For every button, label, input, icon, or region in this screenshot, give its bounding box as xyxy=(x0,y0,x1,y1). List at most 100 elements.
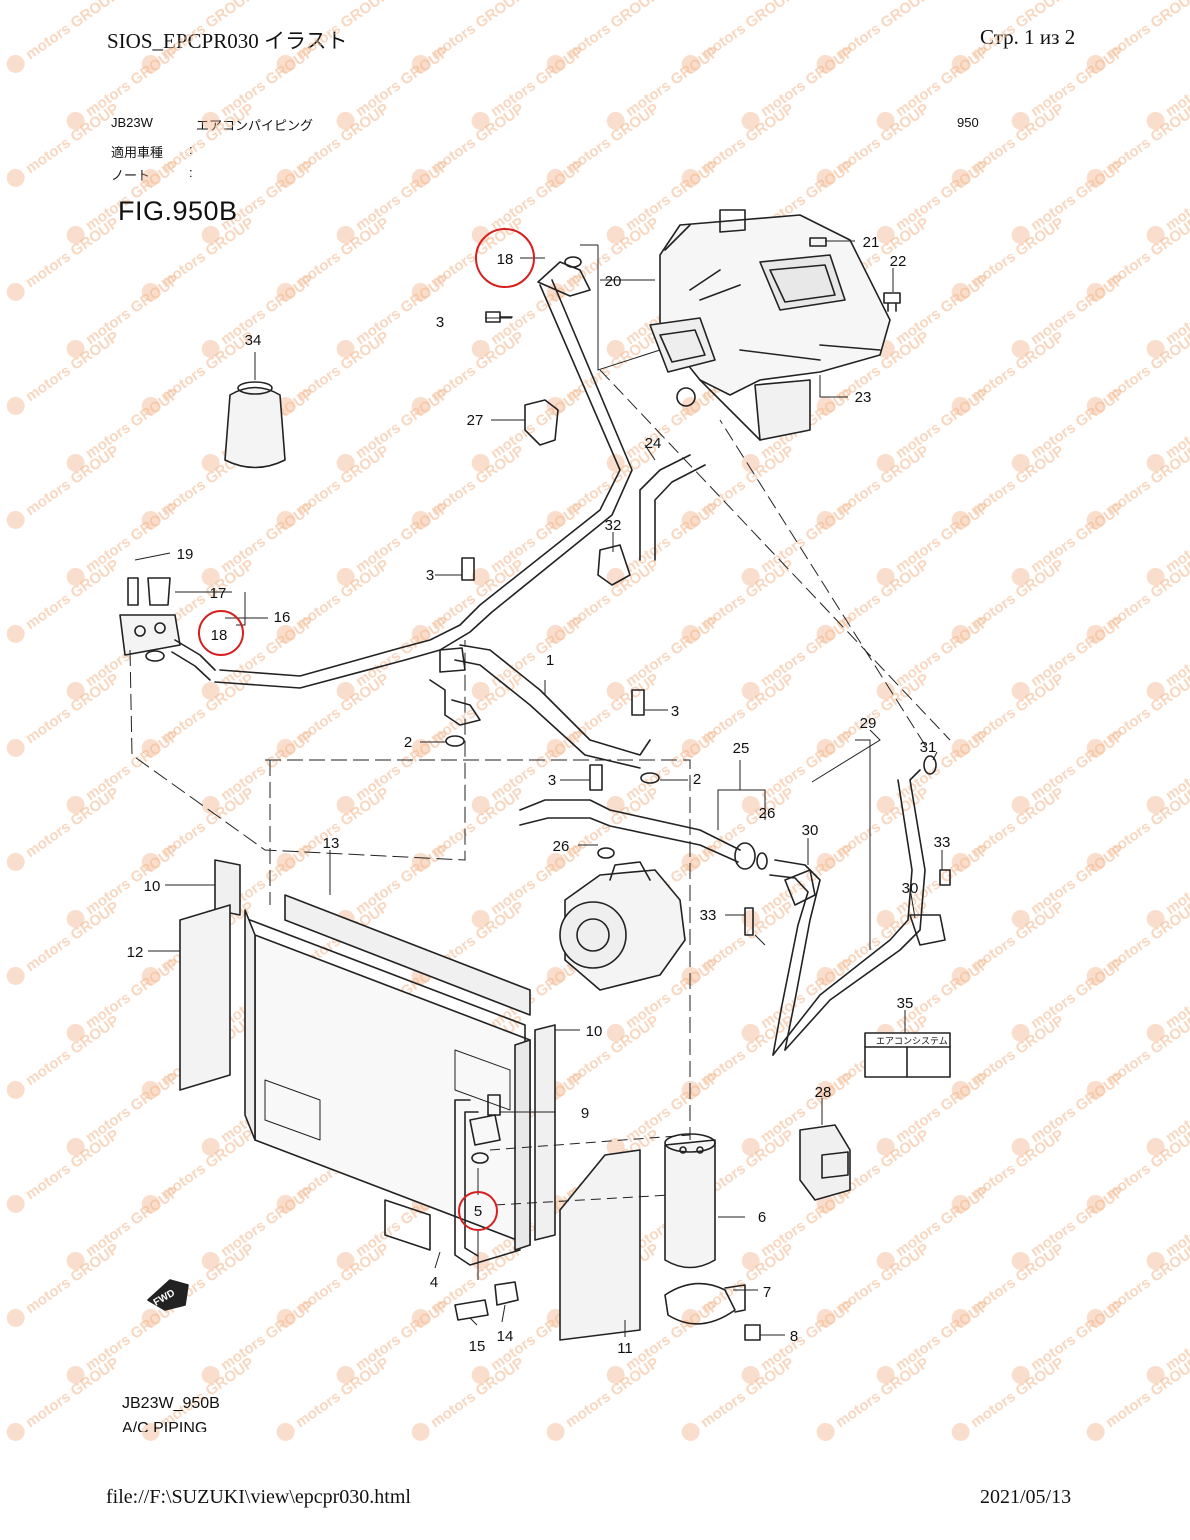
svg-text:motors GROUP: motors GROUP xyxy=(23,442,123,519)
watermark-102: motors GROUP xyxy=(471,613,587,700)
pressure-switch xyxy=(147,577,171,606)
watermark-47: motors GROUP xyxy=(336,271,452,358)
watermark-16: motors GROUP xyxy=(1011,43,1128,130)
svg-text:motors GROUP: motors GROUP xyxy=(23,0,123,63)
svg-text:motors GROUP: motors GROUP xyxy=(893,157,993,234)
svg-text:motors GROUP: motors GROUP xyxy=(1028,955,1128,1032)
watermark-189: motors GROUP xyxy=(66,1183,182,1270)
watermark-198: motors GROUP xyxy=(6,1240,122,1327)
clamp-27 xyxy=(524,399,559,446)
watermark-144: motors GROUP xyxy=(6,898,122,985)
watermark-15: motors GROUP xyxy=(876,43,993,130)
group-name: エアコンパイピング xyxy=(196,118,314,133)
svg-text:motors GROUP: motors GROUP xyxy=(353,613,453,690)
svg-text:motors GROUP: motors GROUP xyxy=(1028,43,1128,120)
o-ring-31 xyxy=(923,755,937,775)
bracket-7 xyxy=(664,1282,736,1325)
svg-text:motors GROUP: motors GROUP xyxy=(623,43,723,120)
watermark-87: motors GROUP xyxy=(876,499,992,586)
watermark-209: motors GROUP xyxy=(336,1297,453,1384)
highlight-circle-18-upper xyxy=(475,228,535,288)
svg-text:motors GROUP: motors GROUP xyxy=(23,1126,123,1203)
svg-text:motors GROUP: motors GROUP xyxy=(23,556,123,633)
air-guide-12 xyxy=(179,904,231,1091)
watermark-36: motors GROUP xyxy=(6,214,122,301)
watermark-221: motors GROUP xyxy=(681,1354,797,1441)
pipe-fitting-upper xyxy=(537,261,591,297)
o-ring-5 xyxy=(471,1152,489,1164)
svg-text:motors GROUP: motors GROUP xyxy=(1028,1183,1128,1260)
svg-text:motors GROUP: motors GROUP xyxy=(218,271,318,348)
watermark-195: motors GROUP xyxy=(876,1183,992,1270)
watermark-218: motors GROUP xyxy=(276,1354,392,1441)
svg-text:motors GROUP: motors GROUP xyxy=(83,271,183,348)
part-number-p17: 17 xyxy=(210,585,227,602)
receiver-drier-6 xyxy=(664,1133,716,1269)
svg-text:motors GROUP: motors GROUP xyxy=(23,670,123,747)
o-ring-26-a xyxy=(756,852,768,870)
svg-text:motors GROUP: motors GROUP xyxy=(488,727,588,804)
watermark-54: motors GROUP xyxy=(6,328,123,415)
bolt-3-b xyxy=(461,557,475,581)
note-separator: : xyxy=(189,165,193,180)
pipe-block-16 xyxy=(119,614,181,656)
watermark-10: motors GROUP xyxy=(201,43,317,130)
svg-text:motors GROUP: motors GROUP xyxy=(623,727,723,804)
clamp-32 xyxy=(597,544,631,586)
watermark-83: motors GROUP xyxy=(336,499,452,586)
highlight-circles xyxy=(198,228,535,1231)
svg-text:motors GROUP: motors GROUP xyxy=(353,1297,453,1374)
watermark-178: motors GROUP xyxy=(1011,1069,1127,1156)
svg-text:motors GROUP: motors GROUP xyxy=(23,328,123,405)
part-number-p2b: 2 xyxy=(693,771,701,788)
svg-text:motors GROUP: motors GROUP xyxy=(353,43,453,120)
watermark-142: motors GROUP xyxy=(1011,841,1128,928)
svg-text:motors GROUP: motors GROUP xyxy=(563,1354,663,1431)
watermark-171: motors GROUP xyxy=(66,1069,183,1156)
part-number-p3c: 3 xyxy=(671,703,679,720)
watermark-122: motors GROUP xyxy=(741,727,857,814)
figure-code: JB23W_950B xyxy=(122,1395,220,1412)
drain-grommet xyxy=(676,387,696,407)
watermark-63: motors GROUP xyxy=(66,385,182,472)
svg-text:motors GROUP: motors GROUP xyxy=(23,100,123,177)
watermark-177: motors GROUP xyxy=(876,1069,992,1156)
svg-text:motors GROUP: motors GROUP xyxy=(893,43,993,120)
caution-label-text: エアコンシステム xyxy=(876,1036,948,1046)
receiver-dryer-34 xyxy=(224,386,286,469)
watermark-117: motors GROUP xyxy=(66,727,182,814)
part-number-p10a: 10 xyxy=(144,878,161,895)
svg-text:motors GROUP: motors GROUP xyxy=(488,43,588,120)
watermark-86: motors GROUP xyxy=(741,499,857,586)
bolt-21 xyxy=(809,237,827,247)
watermark-105: motors GROUP xyxy=(876,613,992,700)
watermark-69: motors GROUP xyxy=(876,385,992,472)
watermark-84: motors GROUP xyxy=(471,499,587,586)
watermark-224: motors GROUP xyxy=(1086,1354,1190,1441)
svg-text:motors GROUP: motors GROUP xyxy=(1103,1354,1190,1431)
watermark-219: motors GROUP xyxy=(411,1354,527,1441)
suction-pipe xyxy=(219,284,621,677)
svg-text:motors GROUP: motors GROUP xyxy=(893,271,993,348)
svg-text:motors GROUP: motors GROUP xyxy=(758,841,858,918)
highlight-circle-5 xyxy=(458,1191,498,1231)
svg-text:motors GROUP: motors GROUP xyxy=(1028,841,1128,918)
bolt-33-b xyxy=(939,869,951,886)
svg-text:motors GROUP: motors GROUP xyxy=(893,727,993,804)
svg-text:motors GROUP: motors GROUP xyxy=(353,157,453,234)
pipe-4 xyxy=(454,1099,521,1266)
page-header-title: SIOS_EPCPR030 イラスト xyxy=(107,29,348,53)
compressor xyxy=(559,861,686,991)
watermark-90: motors GROUP xyxy=(6,556,123,643)
clamp-30 xyxy=(909,914,946,946)
part-number-p10b: 10 xyxy=(586,1023,603,1040)
o-ring-2-a xyxy=(445,735,465,747)
footer-path: file://F:\SUZUKI\view\epcpr030.html xyxy=(106,1486,411,1508)
discharge-hose-1 xyxy=(459,644,651,756)
watermark-51: motors GROUP xyxy=(876,271,993,358)
applicable-separator: : xyxy=(189,142,193,157)
watermark-216: motors GROUP xyxy=(6,1354,122,1441)
part-number-p33b: 33 xyxy=(934,834,951,851)
svg-text:motors GROUP: motors GROUP xyxy=(83,1069,183,1146)
